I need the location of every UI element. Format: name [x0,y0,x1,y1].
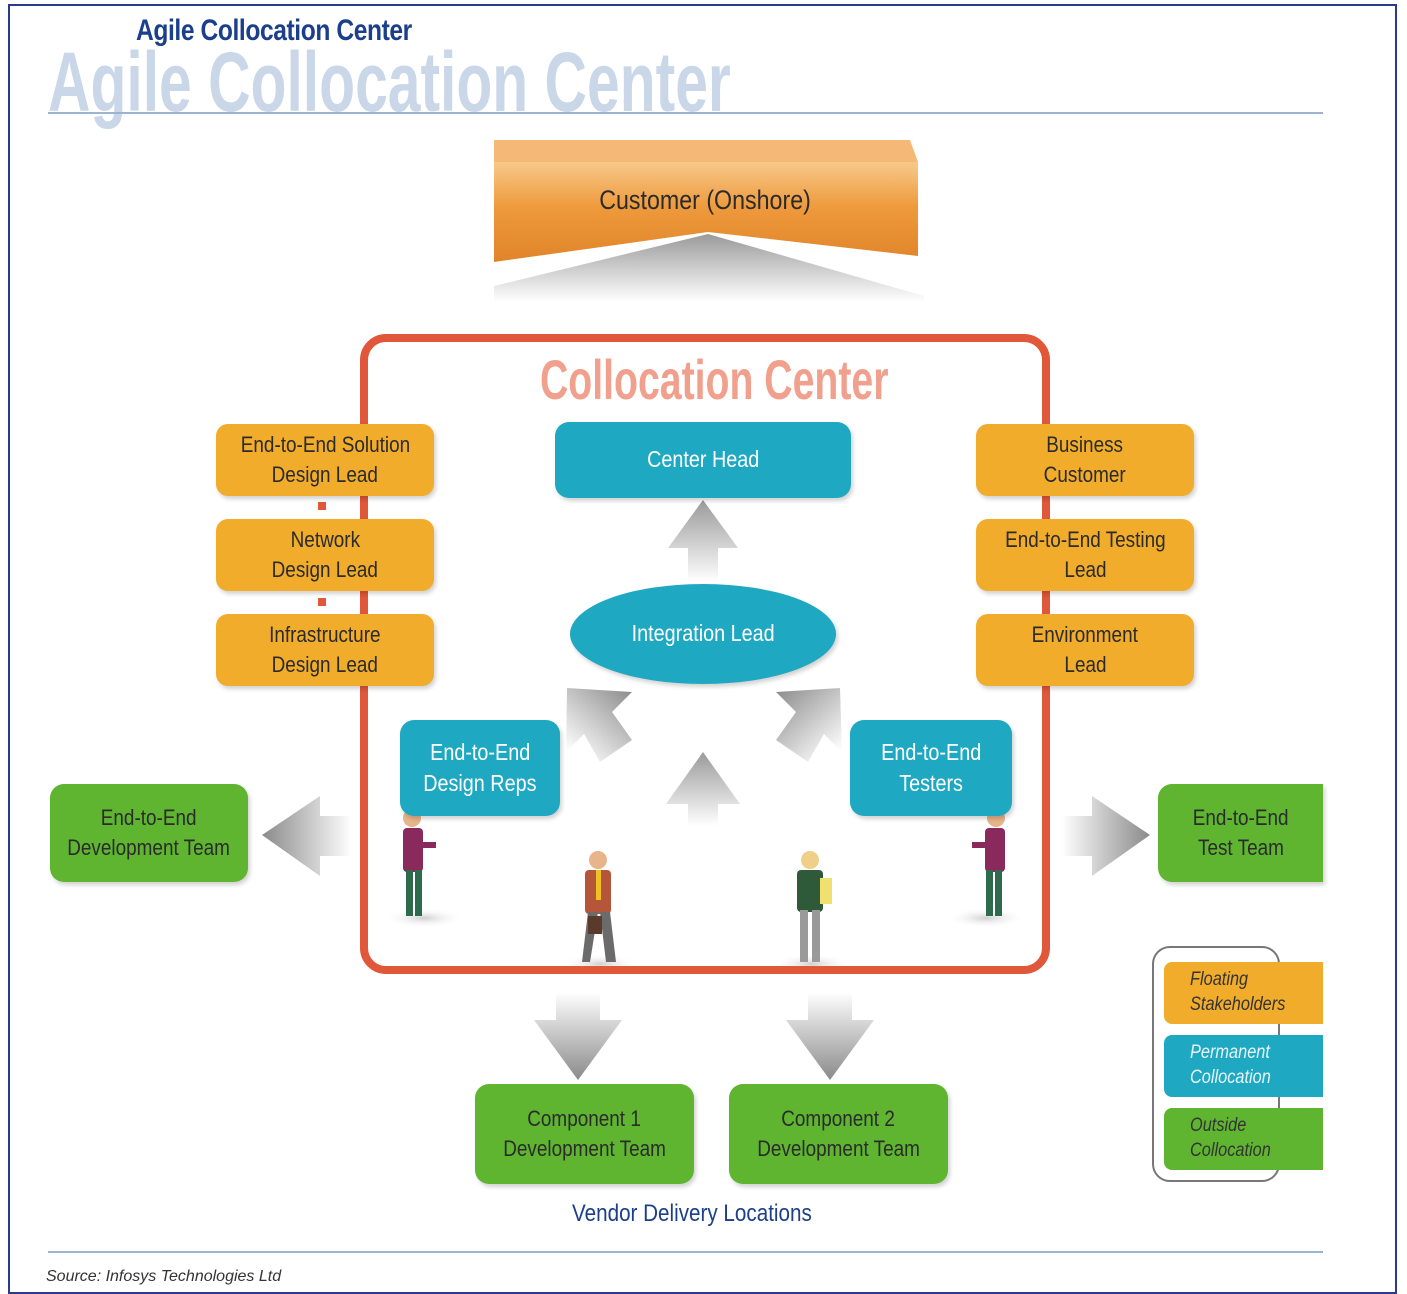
customer-banner-shape [494,140,924,302]
stakeholder-business-customer: Business Customer [976,424,1194,496]
stakeholder-environment-lead: Environment Lead [976,614,1194,686]
arrow-right-to-test-team [1062,796,1150,876]
component-1-team-box: Component 1 Development Team [475,1084,694,1184]
connector-dot [318,598,326,606]
customer-onshore-label: Customer (Onshore) [599,184,811,215]
source-note: Source: Infosys Technologies Ltd [46,1268,282,1285]
arrow-up-to-center-head [668,500,738,582]
design-reps-box: End-to-End Design Reps [400,720,560,816]
legend-item-floating: Floating Stakeholders [1164,962,1323,1024]
arrow-up-center [666,752,740,826]
integration-lead-ellipse: Integration Lead [570,584,836,684]
dev-team-box: End-to-End Development Team [50,784,248,882]
component-2-team-box: Component 2 Development Team [729,1084,948,1184]
arrow-diagonal-left [566,688,632,762]
arrow-left-to-dev-team [262,796,352,876]
connector-dot [318,502,326,510]
stakeholder-solution-design-lead: End-to-End Solution Design Lead [216,424,434,496]
test-team-box: End-to-End Test Team [1158,784,1323,882]
arrow-diagonal-right [776,688,842,762]
collocation-center-title: Collocation Center [540,348,889,411]
person-figure-right [946,809,1026,928]
footer-divider [48,1251,1323,1253]
legend-item-outside: Outside Collocation [1164,1108,1323,1170]
stakeholder-testing-lead: End-to-End Testing Lead [976,519,1194,591]
page-title: Agile Collocation Center [136,14,412,47]
title-divider [48,112,1323,114]
vendor-delivery-label: Vendor Delivery Locations [572,1200,812,1227]
connector-dot [1042,598,1050,606]
arrow-down-to-component-1 [534,992,622,1080]
center-head-box: Center Head [555,422,851,498]
arrow-down-to-component-2 [786,992,874,1080]
stakeholder-infrastructure-design-lead: Infrastructure Design Lead [216,614,434,686]
page-title-watermark: Agile Collocation Center [48,35,731,129]
connector-dot [1042,502,1050,510]
stakeholder-network-design-lead: Network Design Lead [216,519,434,591]
testers-box: End-to-End Testers [850,720,1012,816]
legend-item-permanent: Permanent Collocation [1164,1035,1323,1097]
